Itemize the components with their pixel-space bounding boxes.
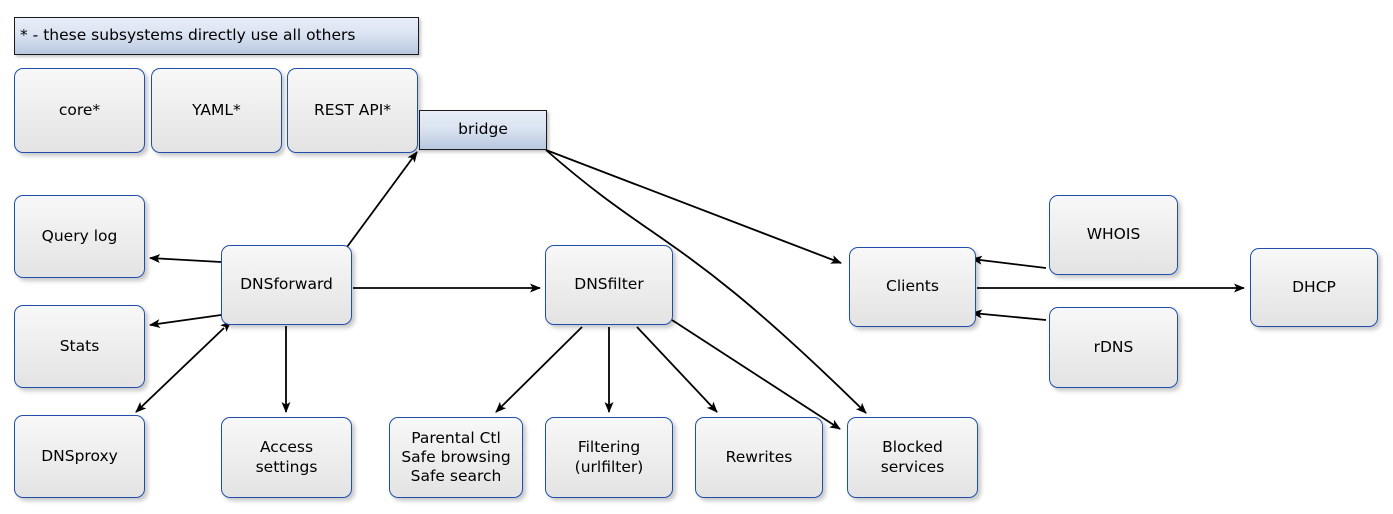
node-dnsforward[interactable]: DNSforward: [221, 245, 352, 325]
edge-dnsforward-to-bridge: [346, 151, 418, 248]
node-core[interactable]: core*: [14, 68, 145, 153]
edge-dnsfilter-to-blockedservices: [671, 319, 841, 430]
node-parental[interactable]: Parental Ctl Safe browsing Safe search: [389, 417, 523, 498]
node-filtering[interactable]: Filtering (urlfilter): [545, 417, 673, 498]
node-rdns[interactable]: rDNS: [1049, 307, 1178, 388]
node-accesssettings[interactable]: Access settings: [221, 417, 352, 498]
node-blockedservices[interactable]: Blocked services: [847, 417, 978, 498]
node-querylog[interactable]: Query log: [14, 195, 145, 278]
edge-dnsfilter-to-parental: [495, 326, 583, 413]
node-dnsfilter[interactable]: DNSfilter: [545, 245, 673, 325]
node-bridge[interactable]: bridge: [419, 110, 547, 150]
node-yaml[interactable]: YAML*: [151, 68, 282, 153]
edge-rdns-to-clients: [971, 309, 1047, 321]
node-dhcp[interactable]: DHCP: [1250, 248, 1378, 327]
node-rewrites[interactable]: Rewrites: [695, 417, 823, 498]
edge-whois-to-clients: [971, 255, 1047, 269]
edge-dnsfilter-to-rewrites: [636, 326, 718, 413]
node-stats[interactable]: Stats: [14, 305, 145, 388]
node-whois[interactable]: WHOIS: [1049, 195, 1178, 275]
edge-dnsforward-to-stats: [149, 314, 222, 329]
node-clients[interactable]: Clients: [849, 247, 976, 327]
node-legend[interactable]: * - these subsystems directly use all ot…: [14, 17, 419, 55]
edge-dnsforward-to-querylog: [149, 254, 222, 264]
node-dnsproxy[interactable]: DNSproxy: [14, 415, 145, 498]
node-restapi[interactable]: REST API*: [287, 68, 418, 153]
edge-dnsforward-to-dnsproxy: [135, 321, 232, 413]
